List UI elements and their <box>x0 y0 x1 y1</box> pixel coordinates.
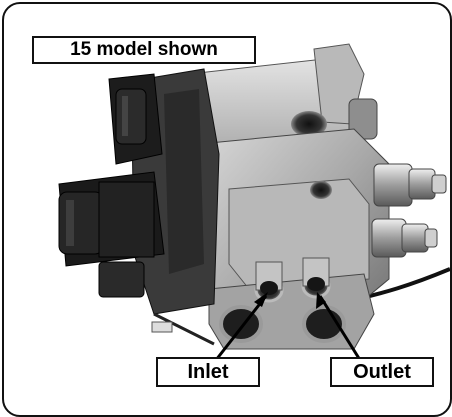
bottom-bore-right <box>302 305 346 343</box>
top-port <box>291 111 327 137</box>
upper-electrical-connector <box>108 73 163 165</box>
flare-fitting-upper <box>373 163 447 207</box>
outlet-arrow <box>318 295 362 361</box>
small-connector <box>98 261 145 298</box>
outlet-label: Outlet <box>330 357 434 387</box>
valve-front-face <box>228 178 370 290</box>
gas-valve-photo <box>58 43 450 361</box>
flare-fitting-lower <box>371 218 438 258</box>
inlet-arrow <box>214 295 268 361</box>
lower-electrical-connector <box>58 171 165 267</box>
front-port <box>310 181 332 199</box>
inlet-label: Inlet <box>156 357 260 387</box>
model-shown-label: 15 model shown <box>32 36 256 64</box>
